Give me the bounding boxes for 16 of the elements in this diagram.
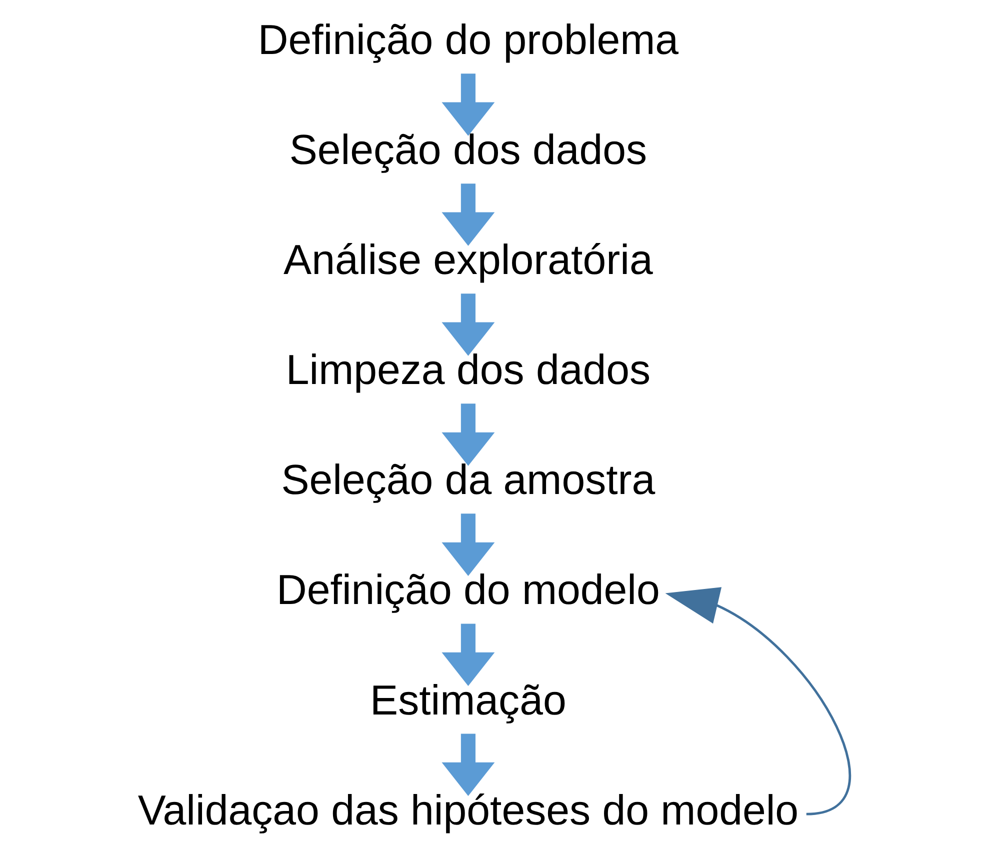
arrow <box>665 587 851 816</box>
arrow <box>442 74 495 136</box>
arrow <box>442 624 495 686</box>
node-text: Estimação <box>370 676 566 724</box>
node-text: Seleção da amostra <box>281 456 656 504</box>
arrow <box>442 294 495 356</box>
arrow <box>442 184 495 246</box>
arrow <box>442 734 495 796</box>
node-text: Limpeza dos dados <box>286 346 651 394</box>
node-text: Análise exploratória <box>284 236 653 284</box>
node-text: Validaçao das hipóteses do modelo <box>138 786 799 834</box>
arrow <box>442 404 495 466</box>
node-text: Seleção dos dados <box>289 126 648 174</box>
arrow <box>442 514 495 576</box>
node-text: Definição do problema <box>258 16 679 64</box>
node-text: Definição do modelo <box>276 566 660 614</box>
